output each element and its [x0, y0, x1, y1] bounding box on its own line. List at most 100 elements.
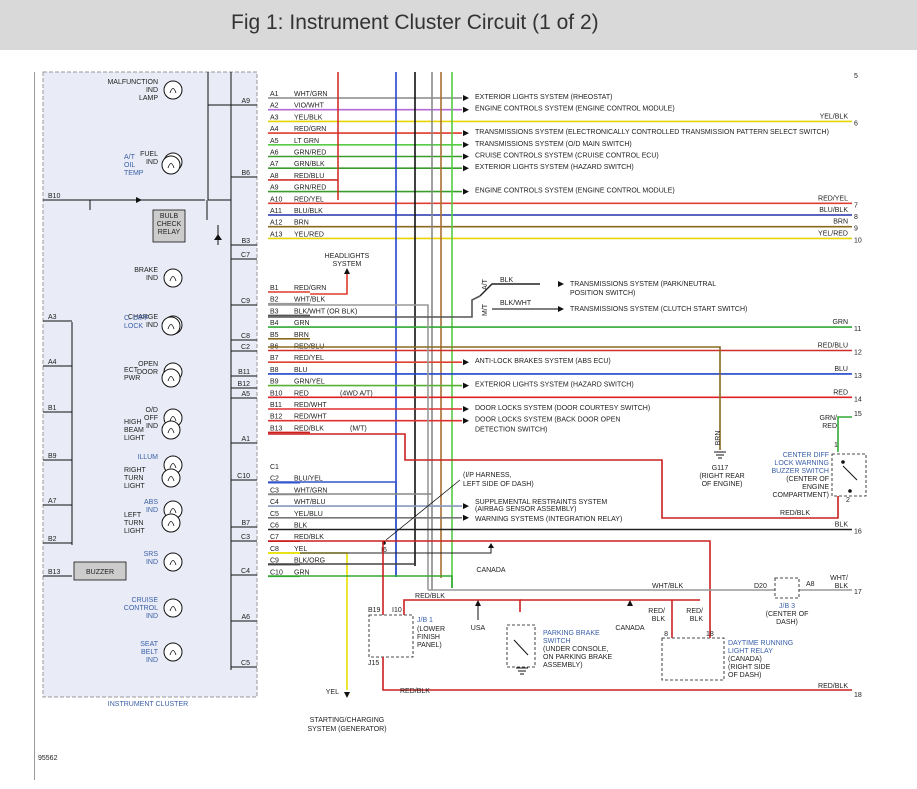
arrow-icon [463, 359, 469, 366]
bulb-icon [161, 368, 181, 388]
wire-color-label: LT GRN [294, 138, 319, 145]
ground-label: G117 [712, 465, 729, 472]
wire-color-label: WHT/BLK [652, 583, 683, 590]
wire-color-label: RED/BLK [415, 593, 445, 600]
buzzer [73, 561, 127, 581]
cluster-left-pin: B13 [48, 569, 61, 576]
wire-c2 [268, 481, 397, 577]
switch-pin: 1 [834, 442, 838, 449]
destination-label: EXTERIOR LIGHTS SYSTEM (RHEOSTAT) [475, 94, 612, 101]
wire-18 [382, 657, 852, 691]
arrow-icon [463, 165, 469, 172]
drl-label: DAYTIME RUNNING [728, 640, 793, 647]
connector-pin-label: C4 [270, 499, 279, 506]
connector-pin-label: A9 [270, 185, 279, 192]
wire-c10 [268, 575, 453, 588]
destination-label: DOOR LOCKS SYSTEM (DOOR COURTESY SWITCH) [475, 405, 650, 412]
wire-color-label: BLU [834, 366, 848, 373]
connector-pin-label: B9 [270, 379, 279, 386]
connector-pin-label: B13 [270, 425, 283, 432]
connector-pin-label: C2 [270, 476, 279, 483]
bulb-filament-icon [167, 428, 175, 434]
drl-location: (RIGHT SIDE [728, 664, 771, 671]
connector-pin-label: B10 [270, 390, 283, 397]
drl-location: OF DASH) [728, 672, 761, 679]
indicator-label: IND [146, 507, 158, 514]
connector-pin-label: A1 [270, 91, 279, 98]
arrow-icon [475, 600, 481, 606]
cluster-left-pin: B10 [48, 193, 61, 200]
destination-label: SUPPLEMENTAL RESTRAINTS SYSTEM [475, 499, 607, 506]
indicator-label: IND [146, 87, 158, 94]
cluster-right-pin: C5 [241, 660, 250, 667]
wire-color-label: BLK [835, 522, 849, 529]
starting-label: STARTING/CHARGING [310, 717, 384, 724]
cluster-right-pin: B11 [238, 369, 250, 376]
cluster-left-pin: A4 [48, 359, 57, 366]
wire-color-label: BLU/YEL [294, 476, 323, 483]
connector-pin-label: A5 [270, 138, 279, 145]
wire-color-label: RED [833, 389, 848, 396]
wire-number: 5 [854, 73, 858, 80]
jb3-location: DASH) [776, 619, 798, 626]
cluster-right-pin: B7 [241, 520, 250, 527]
splice-label: I6 [381, 547, 387, 554]
bulb-icon [163, 80, 183, 100]
at-label: A/T [482, 278, 489, 290]
arrow-icon [488, 543, 494, 548]
indicator-label: IND [146, 423, 158, 430]
cluster-right-pin: A5 [241, 391, 250, 398]
indicator-label: SEAT [140, 641, 158, 648]
jb1-location: (LOWER [417, 626, 445, 633]
destination-label: ENGINE CONTROLS SYSTEM (ENGINE CONTROL M… [475, 106, 675, 113]
connector-pin-label: C10 [270, 569, 283, 576]
ip-harness-label: LEFT SIDE OF DASH) [463, 481, 534, 488]
destination-label: POSITION SWITCH) [570, 290, 635, 297]
wire-color-label: RED [294, 390, 309, 397]
wire-color-label: YEL/RED [818, 230, 848, 237]
destination-label: EXTERIOR LIGHTS SYSTEM (HAZARD SWITCH) [475, 164, 634, 171]
wire-color-label: BLK [294, 523, 308, 530]
connector-pin-label: A11 [270, 208, 282, 215]
bulb-icon [163, 642, 183, 662]
indicator-label: RIGHT [124, 467, 147, 474]
center-diff-label: BUZZER SWITCH [771, 468, 829, 475]
destination-label: ENGINE CONTROLS SYSTEM (ENGINE CONTROL M… [475, 188, 675, 195]
indicator-label: OIL [124, 162, 135, 169]
parking-brake-location: ON PARKING BRAKE [543, 654, 612, 661]
wire-color-label: BLU/BLK [819, 207, 848, 214]
cluster-right-pin: B12 [238, 381, 251, 388]
cluster-left-pin: B2 [48, 536, 57, 543]
cluster-right-pin: B6 [241, 170, 250, 177]
diagram-frame [34, 72, 868, 780]
bulb-check-relay [152, 209, 186, 243]
wire-number: 11 [854, 326, 861, 333]
wire-15 [837, 416, 852, 452]
cluster-left-pin: B1 [48, 405, 57, 412]
indicator-label: DOOR [137, 369, 158, 376]
connector-pin-label: C1 [270, 464, 279, 471]
indicator-label: TURN [124, 520, 143, 527]
ip-harness-label: (I/P HARNESS, [463, 472, 512, 479]
wire-color-label: BLK [690, 616, 704, 623]
wire-color-label: WHT/ [830, 575, 848, 582]
arrow-icon [463, 514, 469, 521]
indicator-label: IND [146, 275, 158, 282]
connector-pin-label: B12 [270, 414, 283, 421]
indicator-label: FUEL [140, 151, 158, 158]
wire-color-label: VIO/WHT [294, 103, 325, 110]
destination-label: TRANSMISSIONS SYSTEM (O/D MAIN SWITCH) [475, 141, 632, 148]
cluster-right-pin: C8 [241, 333, 250, 340]
arrow-icon [463, 130, 469, 137]
destination-label: TRANSMISSIONS SYSTEM (CLUTCH START SWITC… [570, 306, 747, 313]
wire-color-label: RED/GRN [294, 126, 326, 133]
arrow-icon [463, 188, 469, 195]
connector-pin-label: A4 [270, 126, 279, 133]
wire-color-label: BLK/WHT [500, 300, 532, 307]
connector-pin-label: A12 [270, 220, 283, 227]
wire-number: 16 [854, 529, 862, 536]
wire-color-label: GRN/BLK [294, 161, 325, 168]
connector-pin-label: A10 [270, 196, 283, 203]
arrow-icon [463, 406, 469, 412]
